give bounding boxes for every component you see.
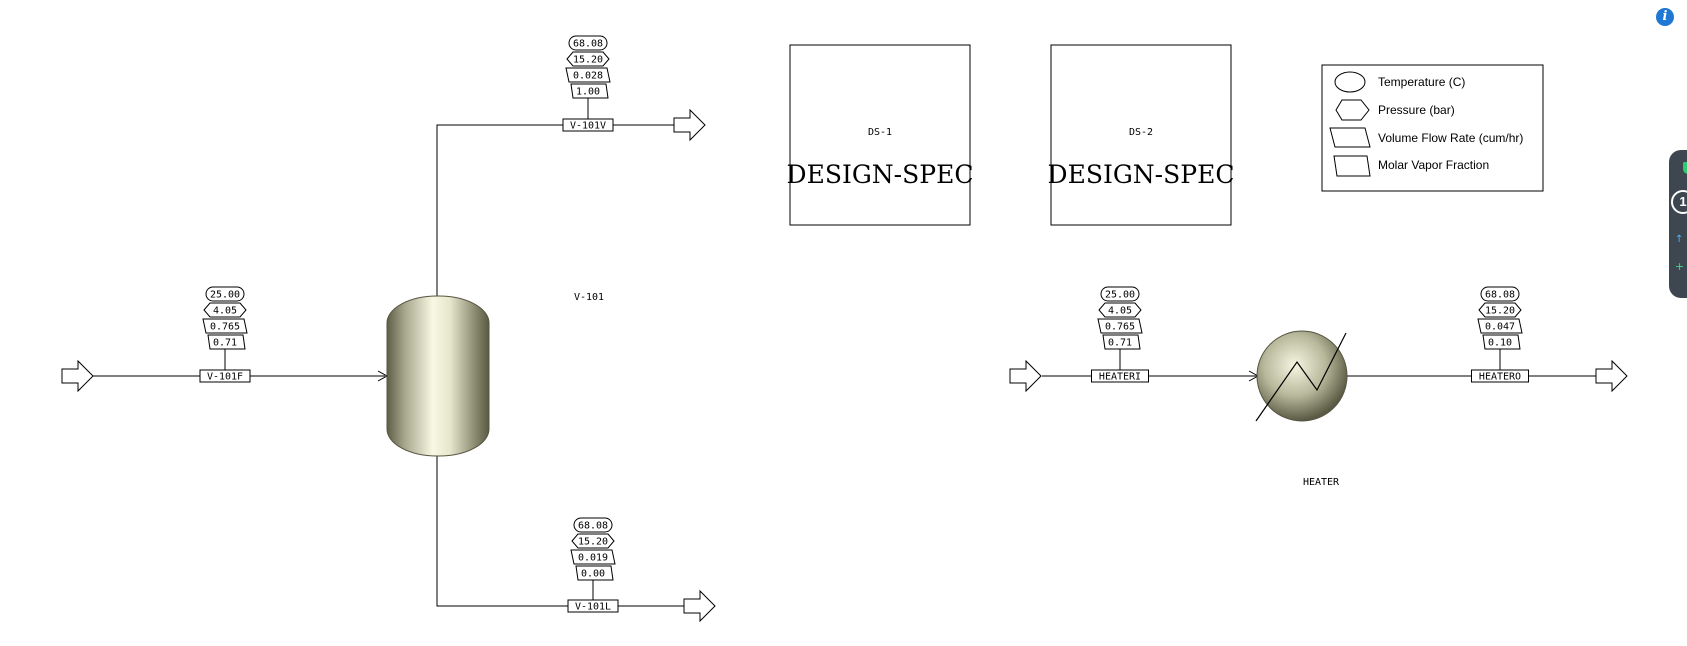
stream-name-tag[interactable] xyxy=(1091,369,1149,383)
stream-name-tag[interactable] xyxy=(562,118,614,132)
temperature-value: 68.08 xyxy=(573,39,603,50)
product-port-arrow-icon[interactable] xyxy=(673,108,706,142)
legend-temperature-label: Temperature (C) xyxy=(1378,75,1465,89)
pressure-value: 4.05 xyxy=(1108,306,1132,317)
pressure-value: 15.20 xyxy=(578,537,608,548)
legend-vapor-fraction-shape xyxy=(1333,155,1371,177)
volume-flow-value: 0.028 xyxy=(573,71,603,82)
temperature-tag xyxy=(568,35,608,51)
design-spec-ds2-id: DS-2 xyxy=(1129,127,1153,138)
design-spec-ds1-box[interactable] xyxy=(789,44,971,226)
pressure-tag xyxy=(203,302,247,318)
info-icon[interactable]: i xyxy=(1656,8,1674,26)
temperature-value: 68.08 xyxy=(1485,290,1515,301)
notification-count-badge[interactable]: 1 xyxy=(1671,190,1687,214)
upload-arrow-icon: ↑ xyxy=(1675,234,1684,245)
vapor-fraction-tag xyxy=(207,334,246,350)
temperature-value: 25.00 xyxy=(1105,290,1135,301)
side-panel[interactable]: 1 ↑ + xyxy=(1669,150,1687,298)
vapor-fraction-value: 0.71 xyxy=(1108,338,1132,349)
shield-icon xyxy=(1683,162,1687,174)
legend-volume-flow-label: Volume Flow Rate (cum/hr) xyxy=(1378,131,1523,145)
pressure-tag xyxy=(571,533,615,549)
vapor-fraction-tag xyxy=(570,83,609,99)
vapor-fraction-tag xyxy=(1102,334,1141,350)
vapor-fraction-value: 0.00 xyxy=(581,569,605,580)
volume-flow-tag xyxy=(1097,318,1143,334)
stream-name-tag[interactable] xyxy=(1471,369,1529,383)
vapor-fraction-tag xyxy=(1482,334,1521,350)
design-spec-ds2-title: DESIGN-SPEC xyxy=(1048,160,1235,189)
stream-name-label: V-101L xyxy=(575,602,611,613)
pressure-value: 15.20 xyxy=(1485,306,1515,317)
pressure-tag xyxy=(566,51,610,67)
volume-flow-value: 0.019 xyxy=(578,553,608,564)
vapor-fraction-tag xyxy=(575,565,614,581)
stream-line-v101v[interactable] xyxy=(436,124,674,297)
vapor-fraction-value: 0.10 xyxy=(1488,338,1512,349)
heater-zigzag-icon xyxy=(1255,332,1347,422)
temperature-tag xyxy=(1100,286,1140,302)
stream-line-v101l[interactable] xyxy=(436,455,684,607)
legend-pressure-label: Pressure (bar) xyxy=(1378,103,1455,117)
volume-flow-value: 0.765 xyxy=(1105,322,1135,333)
stream-name-label: HEATERI xyxy=(1099,372,1141,383)
stream-name-tag[interactable] xyxy=(199,369,251,383)
block-label-v101: V-101 xyxy=(574,292,604,303)
temperature-value: 25.00 xyxy=(210,290,240,301)
stream-result-tags: 25.00 4.05 0.765 0.71V-101F 68.08 15.20 0.028 1… xyxy=(199,35,1529,613)
design-spec-ds1-id: DS-1 xyxy=(868,127,892,138)
block-label-heater: HEATER xyxy=(1303,477,1340,488)
temperature-tag xyxy=(573,517,613,533)
design-spec-ds2-box[interactable] xyxy=(1050,44,1232,226)
volume-flow-tag xyxy=(565,67,611,83)
volume-flow-tag xyxy=(570,549,616,565)
pressure-tag xyxy=(1478,302,1522,318)
stream-name-label: HEATERO xyxy=(1479,372,1521,383)
feed-port-arrow-icon[interactable] xyxy=(1009,359,1042,393)
temperature-tag xyxy=(205,286,245,302)
product-port-arrow-icon[interactable] xyxy=(1595,359,1628,393)
feed-port-arrow-icon[interactable] xyxy=(61,359,94,393)
stream-name-tag[interactable] xyxy=(567,599,619,613)
stream-name-label: V-101F xyxy=(207,372,243,383)
stream-name-label: V-101V xyxy=(570,121,606,132)
product-port-arrow-icon[interactable] xyxy=(683,589,716,623)
heater-icon[interactable] xyxy=(1256,330,1348,422)
flash-vessel-icon[interactable] xyxy=(386,295,490,457)
pressure-value: 4.05 xyxy=(213,306,237,317)
vapor-fraction-value: 1.00 xyxy=(576,87,600,98)
design-spec-ds1-title: DESIGN-SPEC xyxy=(787,160,974,189)
legend: Temperature (C) Pressure (bar) Volume Fl… xyxy=(1321,64,1544,192)
legend-temperature-shape xyxy=(1334,71,1366,93)
legend-vapor-fraction-label: Molar Vapor Fraction xyxy=(1378,158,1489,172)
temperature-tag xyxy=(1480,286,1520,302)
volume-flow-value: 0.765 xyxy=(210,322,240,333)
pressure-value: 15.20 xyxy=(573,55,603,66)
volume-flow-tag xyxy=(1477,318,1523,334)
volume-flow-value: 0.047 xyxy=(1485,322,1515,333)
plus-icon: + xyxy=(1675,260,1685,273)
vapor-fraction-value: 0.71 xyxy=(213,338,237,349)
pressure-tag xyxy=(1098,302,1142,318)
legend-pressure-shape xyxy=(1335,99,1370,121)
legend-volume-flow-shape xyxy=(1329,127,1371,148)
volume-flow-tag xyxy=(202,318,248,334)
temperature-value: 68.08 xyxy=(578,521,608,532)
